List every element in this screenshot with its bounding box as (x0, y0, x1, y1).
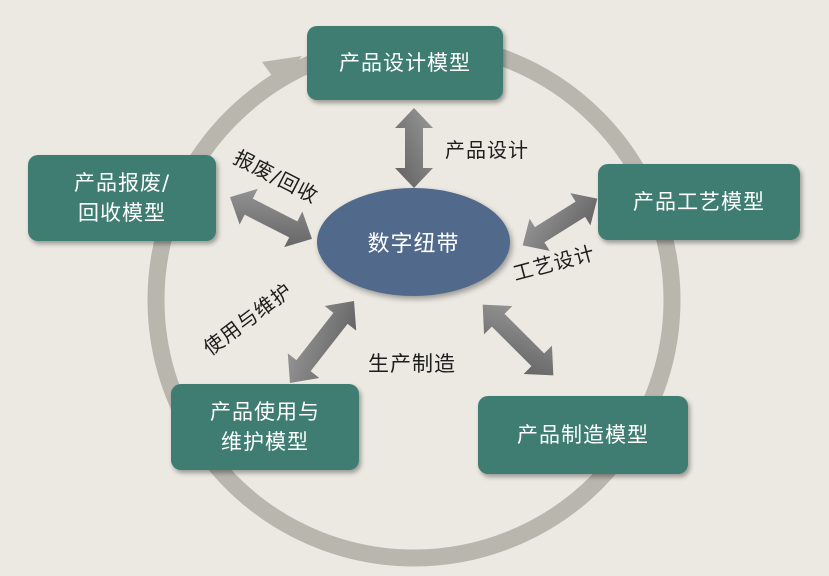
digital-thread-hub: 数字纽带 (317, 188, 510, 296)
usage-model-label-line2: 维护模型 (221, 430, 309, 454)
link-arrow-design (395, 108, 433, 188)
process-model-box: 产品工艺模型 (598, 164, 800, 240)
design-model-box: 产品设计模型 (307, 26, 503, 100)
manufacturing-model-label: 产品制造模型 (517, 422, 649, 447)
scrap-model-label-line1: 产品报废/ (73, 170, 171, 195)
manufacturing-model-box: 产品制造模型 (478, 396, 688, 474)
link-arrow-process (522, 193, 598, 251)
hub-label: 数字纽带 (367, 232, 460, 257)
design-model-label: 产品设计模型 (339, 50, 471, 75)
link-arrow-scrap (230, 188, 312, 248)
scrap-model-label-line2: 回收模型 (78, 201, 166, 225)
link-arrow-manufacturing (482, 304, 554, 376)
usage-model-box: 产品使用与 维护模型 (171, 384, 359, 470)
link-arrow-usage (287, 301, 357, 383)
scrap-model-box: 产品报废/ 回收模型 (28, 155, 216, 241)
usage-model-label-line1: 产品使用与 (210, 399, 320, 424)
link-label-design: 产品设计 (445, 138, 529, 162)
process-model-label: 产品工艺模型 (633, 189, 765, 214)
ring-arrowhead-icon (262, 56, 302, 84)
link-label-manufacturing: 生产制造 (368, 352, 456, 376)
